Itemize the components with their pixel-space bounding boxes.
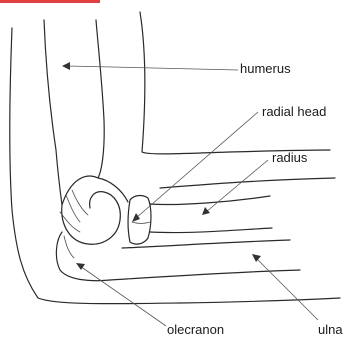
radius-leader [206, 160, 268, 212]
radial-head-shape [128, 196, 151, 245]
radial-head-rim [132, 222, 150, 224]
radial-head-arrowhead [132, 213, 140, 222]
radius-bone-lower [150, 228, 272, 233]
humerus-arrowhead [62, 62, 70, 70]
forearm-outline-top [160, 178, 335, 188]
olecranon-leader [80, 266, 166, 326]
humerus-leader [68, 66, 238, 70]
upper-arm-outline-right [140, 12, 330, 154]
ulna-bone-upper [122, 240, 290, 248]
label-ulna: ulna [318, 322, 343, 337]
humerus-condyle [62, 192, 121, 245]
radial-head-leader [136, 112, 258, 218]
olecranon-outline [56, 232, 300, 281]
olecranon-shading [64, 236, 74, 258]
radius-bone-upper [150, 196, 270, 205]
ulna-leader [256, 258, 318, 320]
label-olecranon: olecranon [167, 322, 224, 337]
label-radius: radius [272, 150, 307, 165]
capitulum [98, 178, 128, 202]
label-radial-head: radial head [262, 104, 326, 119]
label-humerus: humerus [240, 61, 291, 76]
humerus-bone-outline [44, 20, 104, 205]
ulna-arrowhead [252, 254, 261, 262]
radius-arrowhead [202, 207, 210, 215]
